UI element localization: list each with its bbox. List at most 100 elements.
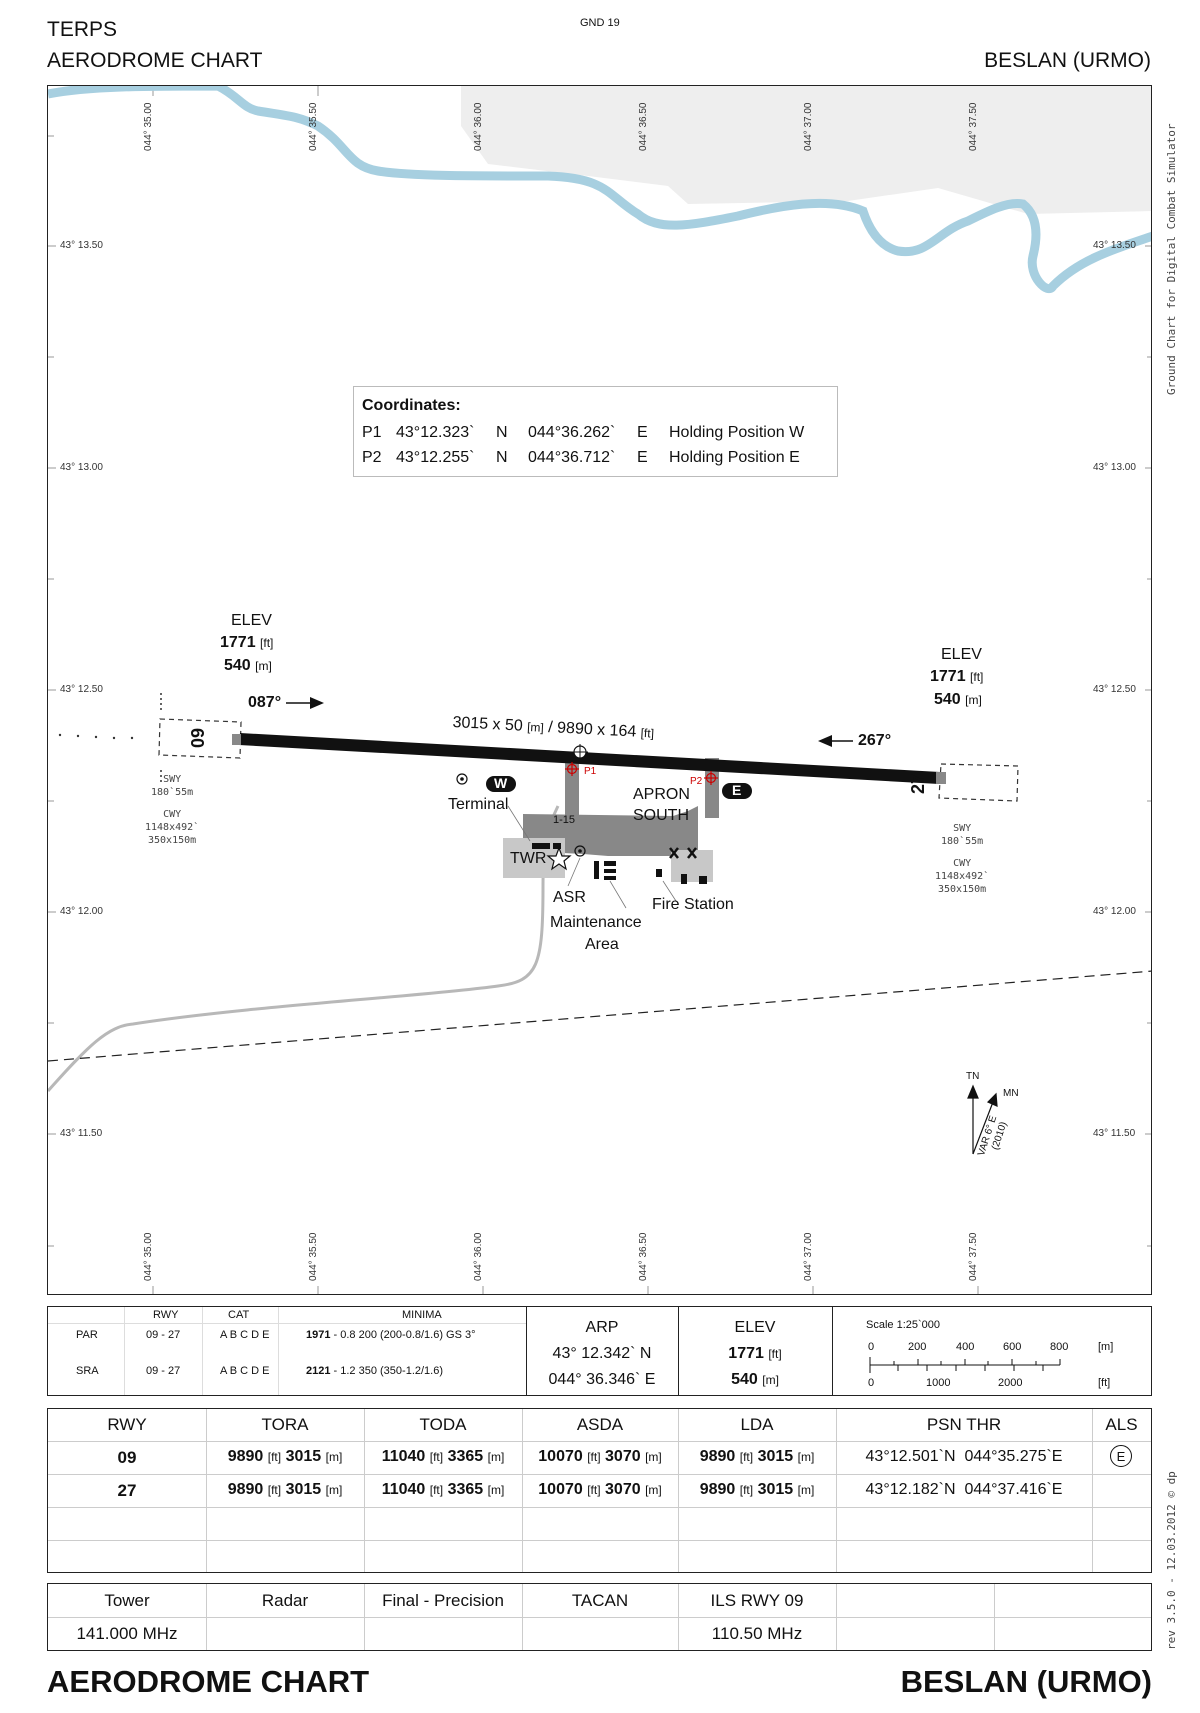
elev-west-m: 540 [m] (224, 657, 272, 674)
dd-tora-09: 9890 [ft] 3015 [m] (227, 1448, 343, 1465)
fire-station-marks (669, 847, 697, 859)
dd-toda-09: 11040 [ft] 3365 [m] (381, 1448, 505, 1465)
taxiway-w (565, 754, 579, 818)
tower-star-icon (546, 846, 572, 871)
p1-label: P1 (584, 766, 597, 777)
minima-header-rwy: RWY (153, 1309, 179, 1321)
swy-cwy-east: SWY 180`55m CWY 1148x492` 350x150m (935, 823, 990, 895)
grid-ticks (48, 86, 1151, 1294)
elev-west-ft: 1771 [ft] (220, 634, 274, 651)
dd-asda-27: 10070 [ft] 3070 [m] (538, 1481, 662, 1498)
minima-par-rwy: 09 - 27 (146, 1329, 181, 1341)
freq-header-tacan: TACAN (571, 1591, 629, 1610)
p2-label: P2 (690, 776, 703, 787)
dd-toda-27: 11040 [ft] 3365 [m] (381, 1481, 505, 1498)
runway-09-27 (239, 733, 940, 784)
dd-psn-09: 43°12.501`N 044°35.275`E (865, 1448, 1063, 1465)
header-title-2: AERODROME CHART (47, 49, 263, 72)
scale-m-400: 400 (956, 1341, 975, 1353)
urban-area (461, 86, 1151, 214)
lon-label-top-6: 044° 37.50 (968, 102, 979, 152)
heading-087: 087° (248, 694, 282, 711)
header-title-1: TERPS (47, 18, 118, 41)
lon-label-bottom-1: 044° 35.00 (143, 1232, 154, 1282)
lon-label-top-4: 044° 36.50 (638, 102, 649, 152)
lat-label-left-4: 43° 12.00 (60, 906, 103, 917)
elev-east-m: 540 [m] (934, 691, 982, 708)
maintenance-label-1: Maintenance (550, 914, 642, 931)
scale-m-800: 800 (1050, 1341, 1069, 1353)
lat-label-left-1: 43° 13.50 (60, 240, 103, 251)
side-text-top: Ground Chart for Digital Combat Simulato… (1165, 123, 1178, 395)
scale-m-0: 0 (868, 1341, 875, 1353)
elev-east-label: ELEV (941, 646, 982, 663)
lat-label-right-3: 43° 12.50 (1093, 684, 1136, 695)
twr-label: TWR (510, 850, 547, 867)
swy-cwy-west: SWY 180`55m CWY 1148x492` 350x150m (145, 774, 200, 846)
lat-label-right-1: 43° 13.50 (1093, 240, 1136, 251)
arrow-right-icon (286, 697, 324, 709)
minima-par-value: 1971 - 0.8 200 (200-0.8/1.6) GS 3° (306, 1329, 476, 1341)
lon-label-bottom-3: 044° 36.00 (473, 1232, 484, 1282)
taxiway-w-label-box (486, 776, 516, 792)
dd-header-asda: ASDA (576, 1415, 624, 1434)
elev-m: 540 [m] (731, 1371, 779, 1388)
coordinates-title: Coordinates: (362, 397, 461, 414)
minima-par-cat: A B C D E (220, 1329, 270, 1341)
lon-label-bottom-2: 044° 35.50 (308, 1232, 319, 1282)
stands-label: 1-15 (553, 814, 576, 826)
scale-m-200: 200 (908, 1341, 927, 1353)
freq-tower: 141.000 MHz (76, 1624, 178, 1643)
dd-lda-09: 9890 [ft] 3015 [m] (699, 1448, 815, 1465)
asr-label: ASR (553, 889, 586, 906)
arp-lon: 044° 36.346` E (548, 1371, 656, 1388)
arp-lat: 43° 12.342` N (552, 1345, 652, 1362)
freq-header-radar: Radar (261, 1591, 309, 1610)
lat-label-right-2: 43° 13.00 (1093, 462, 1136, 473)
scale-m-unit: [m] (1098, 1341, 1114, 1353)
lat-label-right-5: 43° 11.50 (1093, 1128, 1136, 1139)
scale-ft-0: 0 (868, 1377, 875, 1389)
dd-psn-27: 43°12.182`N 044°37.416`E (865, 1481, 1063, 1498)
true-north-label: TN (966, 1071, 980, 1082)
freq-header-tower: Tower (104, 1591, 150, 1610)
lon-label-top-3: 044° 36.00 (473, 102, 484, 152)
dd-header-als: ALS (1105, 1415, 1138, 1434)
stopway-east (938, 763, 1019, 802)
freq-ils: 110.50 MHz (711, 1624, 803, 1643)
runway-09-label: 09 (188, 727, 208, 748)
lat-label-left-3: 43° 12.50 (60, 684, 103, 695)
apron-label-2: SOUTH (633, 807, 689, 824)
dd-als-09: E (1110, 1445, 1132, 1467)
header-airport-name: BESLAN (URMO) (984, 49, 1151, 72)
heading-267: 267° (858, 732, 892, 749)
dd-lda-27: 9890 [ft] 3015 [m] (699, 1481, 815, 1498)
minima-header-cat: CAT (228, 1309, 250, 1321)
lon-label-top-2: 044° 35.50 (308, 102, 319, 152)
minima-par-type: PAR (76, 1329, 98, 1341)
side-text-bottom: rev 3.5.0 - 12.03.2012 © dp (1165, 1471, 1178, 1650)
elev-label: ELEV (734, 1319, 776, 1336)
dd-header-tora: TORA (261, 1415, 309, 1434)
dd-rwy-09: 09 (117, 1448, 137, 1467)
lon-label-top-1: 044° 35.00 (143, 102, 154, 152)
north-arrow-icon (967, 1084, 998, 1155)
dd-tora-27: 9890 [ft] 3015 [m] (227, 1481, 343, 1498)
dd-rwy-27: 27 (117, 1481, 137, 1500)
dd-asda-09: 10070 [ft] 3070 [m] (538, 1448, 662, 1465)
access-road (48, 805, 560, 1092)
lon-label-bottom-4: 044° 36.50 (638, 1232, 649, 1282)
freq-header-final: Final - Precision (382, 1591, 504, 1610)
elev-ft: 1771 [ft] (728, 1345, 782, 1362)
arp-label: ARP (585, 1319, 619, 1336)
river (48, 86, 1151, 293)
scale-ft-2000: 2000 (998, 1377, 1023, 1389)
elev-west-label: ELEV (231, 612, 272, 629)
apron-label-1: APRON (633, 786, 690, 803)
freq-header-ils: ILS RWY 09 (710, 1591, 804, 1610)
asr-icon (574, 845, 586, 857)
apron-south (523, 806, 698, 856)
dd-header-psn: PSN THR (926, 1415, 1002, 1434)
coordinates-box: Coordinates: P1 43°12.323` N 044°36.262`… (353, 386, 838, 477)
holding-position-p2 (704, 771, 718, 785)
